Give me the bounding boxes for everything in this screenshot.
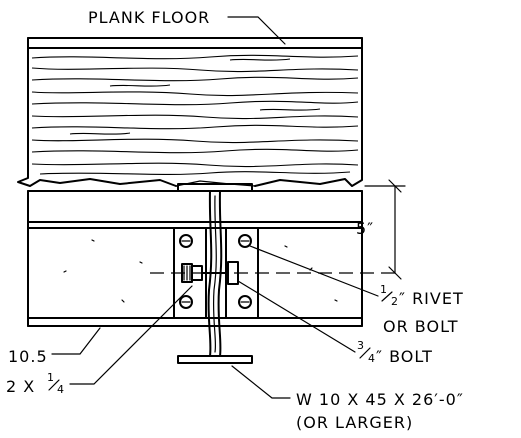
angle-fraction-num: 1 xyxy=(47,371,54,384)
wood-grain xyxy=(31,54,359,175)
rivet-fraction-den: 2 xyxy=(391,295,398,308)
dimension-label: 5″ xyxy=(356,219,374,238)
beam-label-line2: (OR LARGER) xyxy=(296,413,413,432)
joist xyxy=(27,190,363,327)
bolt-label: 3 4 ″ BOLT xyxy=(357,339,433,366)
rivet-fraction-num: 1 xyxy=(380,283,387,296)
beam-label-line1: W 10 X 45 X 26′-0″ xyxy=(296,390,464,409)
angle-fraction-den: 4 xyxy=(57,383,64,396)
bolt-fraction-den: 4 xyxy=(368,352,375,365)
leaders xyxy=(51,16,379,399)
plank-floor xyxy=(17,37,363,187)
rivet xyxy=(238,234,252,248)
plank-floor-label: PLANK FLOOR xyxy=(88,8,210,27)
bolt-label-text: ″ BOLT xyxy=(376,347,433,366)
rivet-label: 1 2 ″ RIVET OR BOLT xyxy=(380,283,464,336)
beam-bottom-flange xyxy=(177,355,253,364)
bolt-fraction-num: 3 xyxy=(357,339,364,352)
beam-web xyxy=(207,190,223,357)
angle-label-prefix: 2 X xyxy=(6,377,35,396)
rivet-label-line2: OR BOLT xyxy=(383,317,459,336)
angle-label: 2 X 1 4 xyxy=(6,371,64,396)
rivet-label-line1: ″ RIVET xyxy=(399,289,464,308)
joist-size-label: 10.5 xyxy=(8,347,48,366)
joist-texture xyxy=(63,239,338,303)
dimension-5in: 5″ xyxy=(150,179,406,280)
